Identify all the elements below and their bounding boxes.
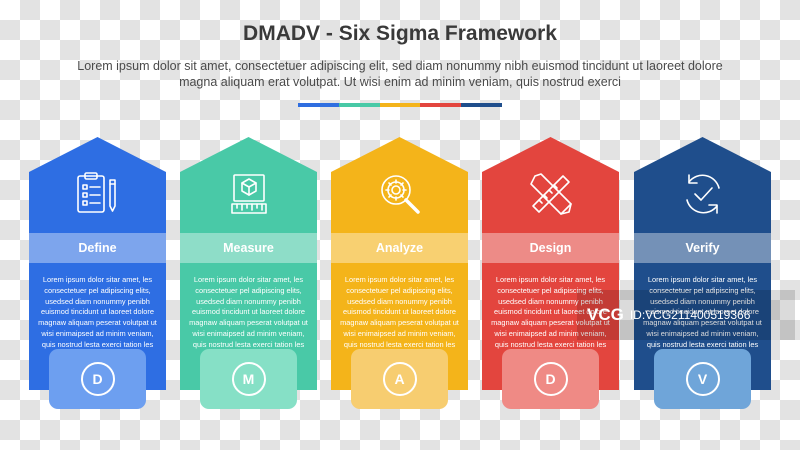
magnifier-gear-icon: [376, 170, 424, 218]
card-description: Lorem ipsum dolor sitar amet, les consec…: [38, 275, 157, 349]
divider-segment: [420, 103, 462, 107]
letter-tab: D: [49, 349, 146, 409]
letter-badge: M: [231, 362, 266, 396]
letter-tab: D: [502, 349, 599, 409]
card-description: Lorem ipsum dolor sitar amet, les consec…: [491, 275, 610, 349]
watermark: VCG ID:VCG211400519366: [577, 290, 795, 340]
card-body: [331, 137, 468, 390]
step-card-define: Define Lorem ipsum dolor sitar amet, les…: [29, 137, 166, 409]
card-description: Lorem ipsum dolor sitar amet, les consec…: [340, 275, 459, 349]
card-body: [29, 137, 166, 390]
divider-segment: [338, 103, 380, 107]
card-label: Analyze: [331, 233, 468, 263]
watermark-id: ID:VCG211400519366: [629, 308, 751, 322]
pencil-ruler-icon: [527, 170, 575, 218]
watermark-logo: VCG: [587, 305, 624, 324]
color-divider: [298, 103, 502, 107]
divider-segment: [461, 103, 502, 107]
page-title: DMADV - Six Sigma Framework: [243, 22, 557, 45]
divider-segment: [379, 103, 421, 107]
letter-tab: V: [654, 349, 751, 409]
card-label: Verify: [634, 233, 771, 263]
card-label: Design: [482, 233, 619, 263]
divider-segment: [298, 103, 339, 107]
card-label: Measure: [180, 233, 317, 263]
measure-icon: [225, 170, 273, 218]
letter-tab: A: [351, 349, 448, 409]
letter-tab: M: [200, 349, 297, 409]
letter-badge: D: [533, 362, 568, 396]
step-card-verify: Verify Lorem ipsum dolor sitar amet, les…: [634, 137, 771, 409]
check-cycle-icon: [679, 170, 727, 218]
step-card-analyze: Analyze Lorem ipsum dolor sitar amet, le…: [331, 137, 468, 409]
letter-badge: V: [685, 362, 720, 396]
page-subtitle: Lorem ipsum dolor sit amet, consectetuer…: [77, 59, 723, 89]
card-body: [634, 137, 771, 390]
card-body: [482, 137, 619, 390]
card-label: Define: [29, 233, 166, 263]
card-description: Lorem ipsum dolor sitar amet, les consec…: [189, 275, 308, 349]
clipboard-icon: [74, 170, 122, 218]
letter-badge: D: [80, 362, 115, 396]
letter-badge: A: [382, 362, 417, 396]
card-description: Lorem ipsum dolor sitar amet, les consec…: [643, 275, 762, 349]
step-card-measure: Measure Lorem ipsum dolor sitar amet, le…: [180, 137, 317, 409]
step-card-design: Design Lorem ipsum dolor sitar amet, les…: [482, 137, 619, 409]
